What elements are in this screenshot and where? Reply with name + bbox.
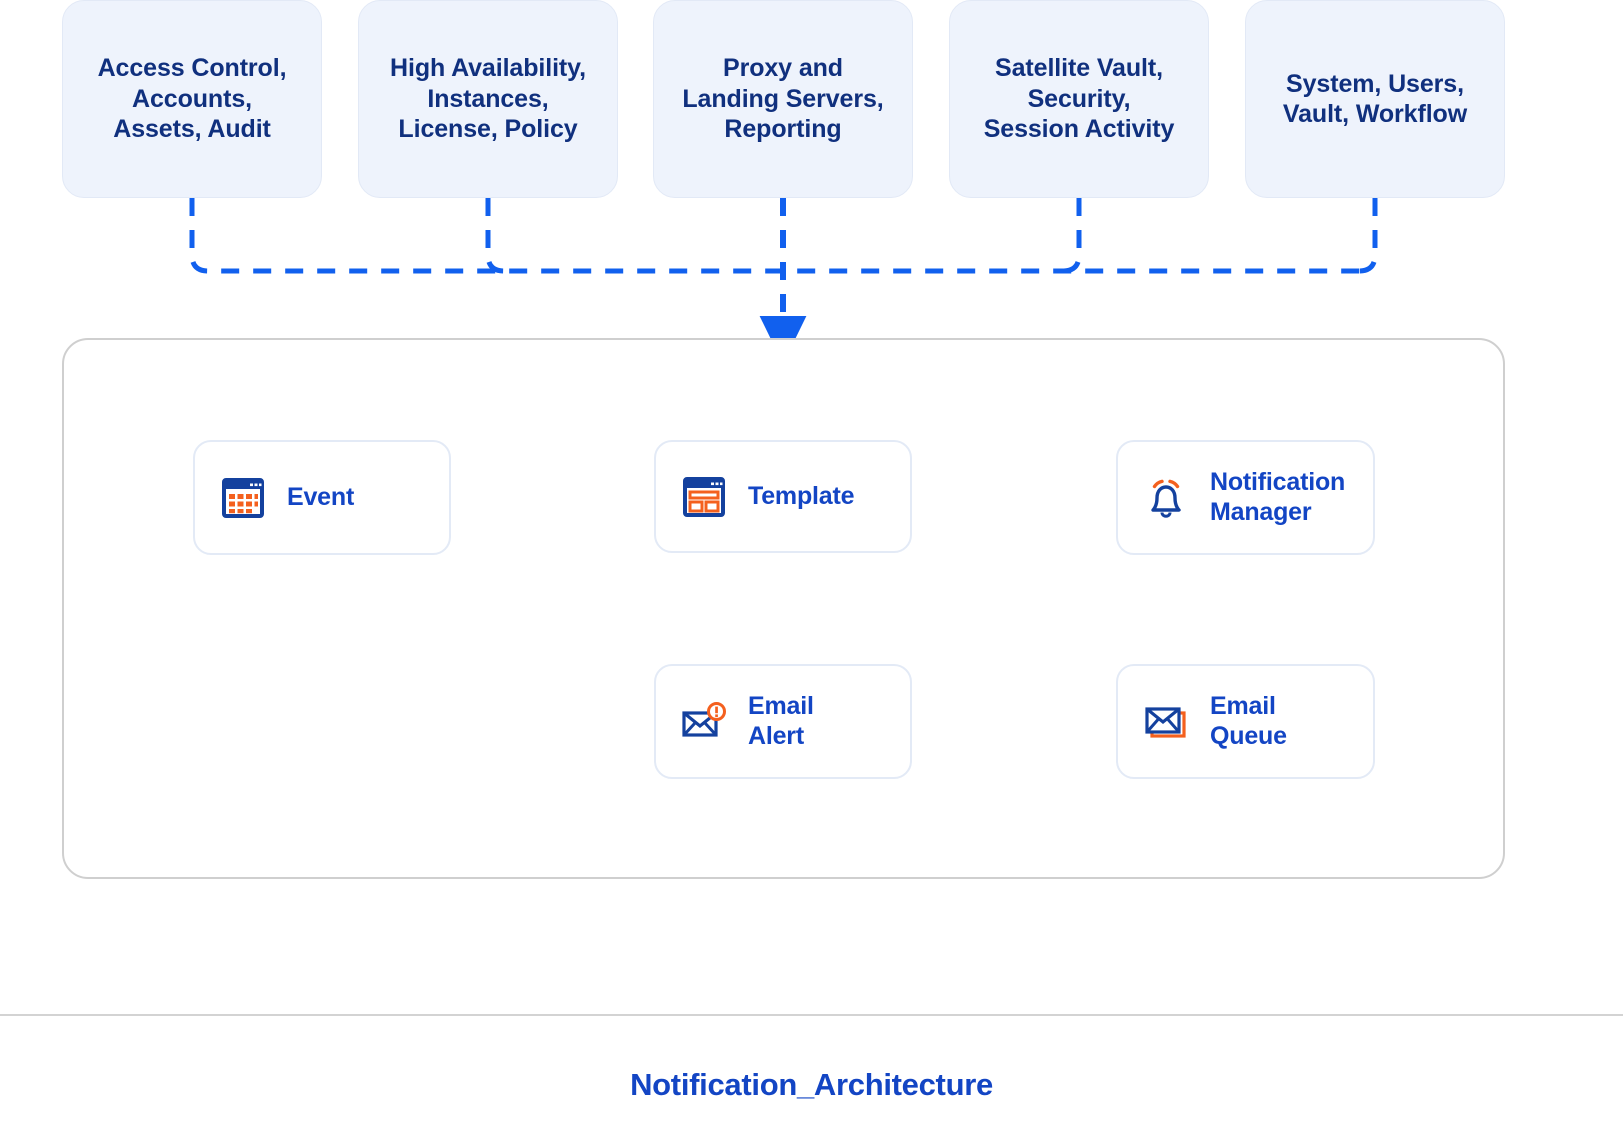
flow-card-notification-manager[interactable]: Notification Manager bbox=[1116, 440, 1375, 555]
flow-card-label: Email Alert bbox=[748, 692, 814, 750]
flow-card-template[interactable]: Template bbox=[654, 440, 912, 553]
source-box-label: Satellite Vault, Security, Session Activ… bbox=[983, 54, 1175, 144]
connector-source-2-to-bus bbox=[485, 198, 505, 274]
flow-card-email-alert[interactable]: Email Alert bbox=[654, 664, 912, 779]
browser-template-icon bbox=[678, 471, 730, 523]
source-box-label: Access Control, Accounts, Assets, Audit bbox=[97, 54, 287, 144]
envelope-alert-icon bbox=[678, 696, 730, 748]
flow-card-label: Notification Manager bbox=[1210, 468, 1346, 526]
source-box-label: High Availability, Instances, License, P… bbox=[390, 54, 586, 144]
bell-ringing-icon bbox=[1140, 472, 1192, 524]
flow-card-email-queue[interactable]: Email Queue bbox=[1116, 664, 1375, 779]
flow-card-label: Email Queue bbox=[1210, 692, 1287, 750]
page-title: Notification_Architecture bbox=[630, 1067, 993, 1102]
flow-card-event[interactable]: Event bbox=[193, 440, 451, 555]
connector-source-1-to-bus bbox=[189, 198, 1360, 274]
envelope-stack-icon bbox=[1140, 696, 1192, 748]
source-box-high-availability[interactable]: High Availability, Instances, License, P… bbox=[358, 0, 618, 198]
connector-source-5-to-bus bbox=[1358, 198, 1378, 274]
source-box-proxy-landing-servers[interactable]: Proxy and Landing Servers, Reporting bbox=[653, 0, 913, 198]
footer-divider bbox=[0, 1014, 1623, 1016]
source-box-access-control[interactable]: Access Control, Accounts, Assets, Audit bbox=[62, 0, 322, 198]
notification-architecture-container bbox=[62, 338, 1505, 879]
flow-card-label: Event bbox=[287, 482, 355, 511]
calendar-grid-icon bbox=[217, 472, 269, 524]
source-box-label: Proxy and Landing Servers, Reporting bbox=[682, 54, 884, 144]
source-box-label: System, Users, Vault, Workflow bbox=[1282, 69, 1468, 129]
flow-card-label: Template bbox=[748, 481, 855, 510]
connector-source-4-to-bus bbox=[1062, 198, 1082, 274]
source-box-satellite-vault[interactable]: Satellite Vault, Security, Session Activ… bbox=[949, 0, 1209, 198]
source-boxes-row: Access Control, Accounts, Assets, Audit … bbox=[0, 0, 1623, 200]
source-box-system-users[interactable]: System, Users, Vault, Workflow bbox=[1245, 0, 1505, 198]
